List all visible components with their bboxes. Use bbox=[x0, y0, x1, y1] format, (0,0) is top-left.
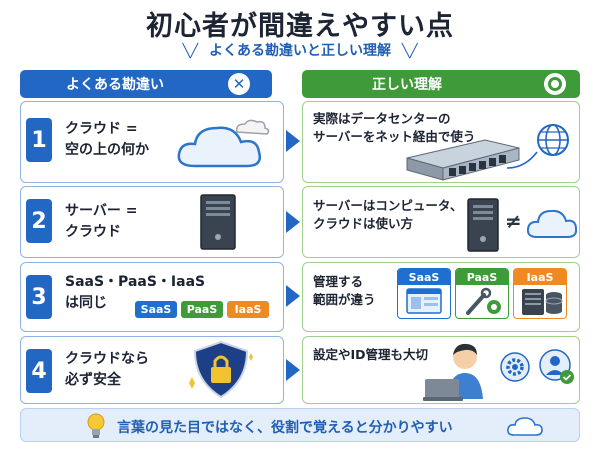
globe-icon bbox=[537, 124, 569, 156]
arrow-right-icon bbox=[286, 359, 300, 381]
misconception-row-2: 2 サーバー = クラウド bbox=[20, 186, 284, 258]
subtitle-wrap: ╲╱ よくある勘違いと正しい理解 ╲╱ bbox=[0, 40, 600, 60]
correct-header: 正しい理解 bbox=[302, 70, 580, 98]
correct-row-3: 管理する 範囲が違う SaaS PaaS IaaS bbox=[302, 262, 580, 332]
subtitle-text: よくある勘違いと正しい理解 bbox=[209, 43, 391, 59]
footer-text: 言葉の見た目ではなく、役割で覚えると分かりやすい bbox=[117, 420, 453, 436]
saas-card-label: SaaS bbox=[398, 269, 450, 285]
iaas-card: IaaS bbox=[513, 268, 567, 319]
arrow-right-icon bbox=[286, 130, 300, 152]
cross-icon: ✕ bbox=[228, 73, 250, 95]
network-line-icon bbox=[506, 151, 538, 169]
misconception-text-3: SaaS・PaaS・IaaS は同じ bbox=[65, 274, 206, 311]
misconception-text-2: サーバー = クラウド bbox=[65, 203, 138, 240]
row-number-4: 4 bbox=[26, 349, 52, 393]
gear-icon bbox=[500, 352, 530, 382]
person-laptop-icon bbox=[423, 343, 483, 401]
paas-card: PaaS bbox=[455, 268, 509, 319]
row-number-1: 1 bbox=[26, 118, 52, 162]
tools-gear-icon bbox=[466, 287, 501, 315]
lightbulb-icon bbox=[87, 413, 105, 438]
not-equal-symbol: ≠ bbox=[505, 209, 522, 233]
paas-tag: PaaS bbox=[181, 301, 223, 318]
app-window-icon bbox=[406, 288, 442, 314]
iaas-card-label: IaaS bbox=[514, 269, 566, 285]
misconception-header: よくある勘違い ✕ bbox=[20, 70, 272, 98]
misconception-row-1: 1 クラウド = 空の上の何か bbox=[20, 101, 284, 183]
page-title: 初心者が間違えやすい点 bbox=[146, 11, 454, 42]
footer-tip: 言葉の見た目ではなく、役割で覚えると分かりやすい bbox=[20, 408, 580, 442]
subtitle-deco-left: ╲╱ bbox=[182, 44, 199, 59]
subtitle: ╲╱ よくある勘違いと正しい理解 ╲╱ bbox=[176, 40, 423, 60]
user-check-icon bbox=[539, 349, 574, 384]
misconception-text-1: クラウド = 空の上の何か bbox=[65, 121, 149, 158]
saas-tag: SaaS bbox=[135, 301, 177, 318]
datacenter-icon bbox=[406, 139, 520, 181]
correct-header-label: 正しい理解 bbox=[372, 77, 442, 93]
iaas-tag: IaaS bbox=[227, 301, 269, 318]
row-number-3: 3 bbox=[26, 275, 52, 319]
cloud-icon bbox=[526, 209, 578, 238]
cloud-icon bbox=[507, 417, 543, 436]
cloud-icon bbox=[177, 119, 270, 168]
correct-row-4: 設定やID管理も大切 bbox=[302, 336, 580, 404]
misconception-row-3: 3 SaaS・PaaS・IaaS は同じ SaaS PaaS IaaS bbox=[20, 262, 284, 332]
storage-server-icon bbox=[522, 289, 563, 315]
misconception-text-4: クラウドなら 必ず安全 bbox=[65, 351, 149, 388]
correct-text-4: 設定やID管理も大切 bbox=[313, 347, 429, 362]
correct-text-1: 実際はデータセンターの サーバーをネット経由で使う bbox=[313, 111, 476, 144]
subtitle-deco-right: ╲╱ bbox=[401, 44, 418, 59]
paas-card-label: PaaS bbox=[456, 269, 508, 285]
server-tower-icon bbox=[200, 194, 236, 250]
circle-ok-icon bbox=[544, 73, 566, 95]
row-number-2: 2 bbox=[26, 199, 52, 243]
misconception-row-4: 4 クラウドなら 必ず安全 bbox=[20, 336, 284, 404]
correct-row-1: 実際はデータセンターの サーバーをネット経由で使う bbox=[302, 101, 580, 183]
correct-text-2: サーバーはコンピュータ、 クラウドは使い方 bbox=[313, 198, 463, 231]
server-tower-icon bbox=[467, 198, 499, 252]
arrow-right-icon bbox=[286, 211, 300, 233]
correct-row-2: サーバーはコンピュータ、 クラウドは使い方 ≠ bbox=[302, 186, 580, 258]
arrow-right-icon bbox=[286, 285, 300, 307]
saas-card: SaaS bbox=[397, 268, 451, 319]
correct-text-3: 管理する 範囲が違う bbox=[313, 274, 376, 307]
shield-lock-icon bbox=[189, 340, 253, 399]
misconception-header-label: よくある勘違い bbox=[66, 77, 164, 93]
